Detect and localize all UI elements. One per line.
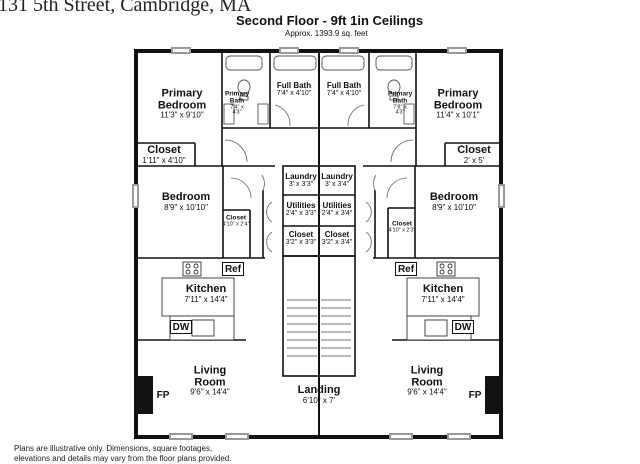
windows bbox=[132, 47, 505, 440]
stairs bbox=[287, 299, 351, 357]
ref-label-left: Ref bbox=[222, 262, 244, 276]
address-title: 131 5th Street, Cambridge, MA bbox=[0, 0, 252, 16]
fp-label-right: FP bbox=[465, 387, 485, 403]
interior-walls bbox=[134, 49, 503, 439]
bath-fixtures bbox=[223, 55, 415, 125]
ref-label-right: Ref bbox=[395, 262, 417, 276]
fireplaces bbox=[137, 376, 501, 414]
floor-title: Second Floor - 9ft 1in Ceilings bbox=[236, 13, 424, 28]
fp-label-left: FP bbox=[153, 387, 173, 403]
dw-label-left: DW bbox=[170, 320, 192, 334]
disclaimer: Plans are illustrative only. Dimensions,… bbox=[14, 444, 232, 463]
area-label: Approx. 1393.9 sq. feet bbox=[285, 29, 368, 38]
kitchen-fixtures bbox=[161, 261, 480, 341]
doors bbox=[224, 104, 414, 253]
dw-label-right: DW bbox=[452, 320, 474, 334]
